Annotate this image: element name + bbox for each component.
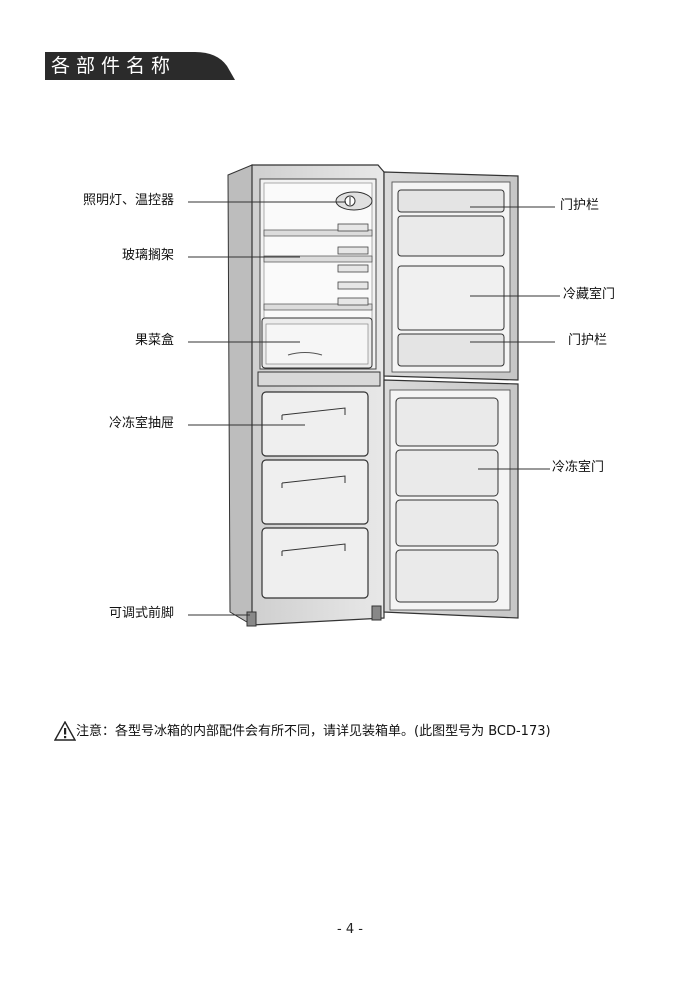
label-glass-shelf: 玻璃搁架 (121, 248, 174, 263)
thermostat-icon (335, 191, 373, 211)
cabinet-body (227, 164, 385, 627)
freezer-drawers (261, 391, 369, 599)
freezer-door (383, 379, 519, 619)
label-door-rack-top: 门护栏 (560, 198, 600, 213)
warning-icon (54, 721, 76, 741)
label-door-rack-bottom: 门护栏 (568, 333, 608, 348)
adjustable-feet (246, 605, 382, 627)
section-header: 各部件名称 (45, 52, 235, 80)
label-adjustable-foot: 可调式前脚 (108, 606, 174, 621)
label-fridge-door: 冷藏室门 (563, 287, 616, 302)
glass-shelves (263, 229, 373, 311)
crisper-box (261, 317, 373, 369)
section-title: 各部件名称 (51, 55, 177, 77)
fridge-door (383, 171, 519, 381)
label-light-thermostat: 照明灯、温控器 (82, 193, 174, 208)
note-text: 注意：各型号冰箱的内部配件会有所不同，请详见装箱单。(此图型号为 BCD-173… (76, 724, 551, 739)
label-freezer-door: 冷冻室门 (552, 460, 605, 475)
section-header-bar (45, 52, 235, 80)
label-crisper: 果菜盒 (134, 333, 174, 348)
page-number: - 4 - (337, 922, 363, 937)
label-freezer-drawer: 冷冻室抽屉 (108, 416, 174, 431)
leader-lines (188, 201, 560, 616)
